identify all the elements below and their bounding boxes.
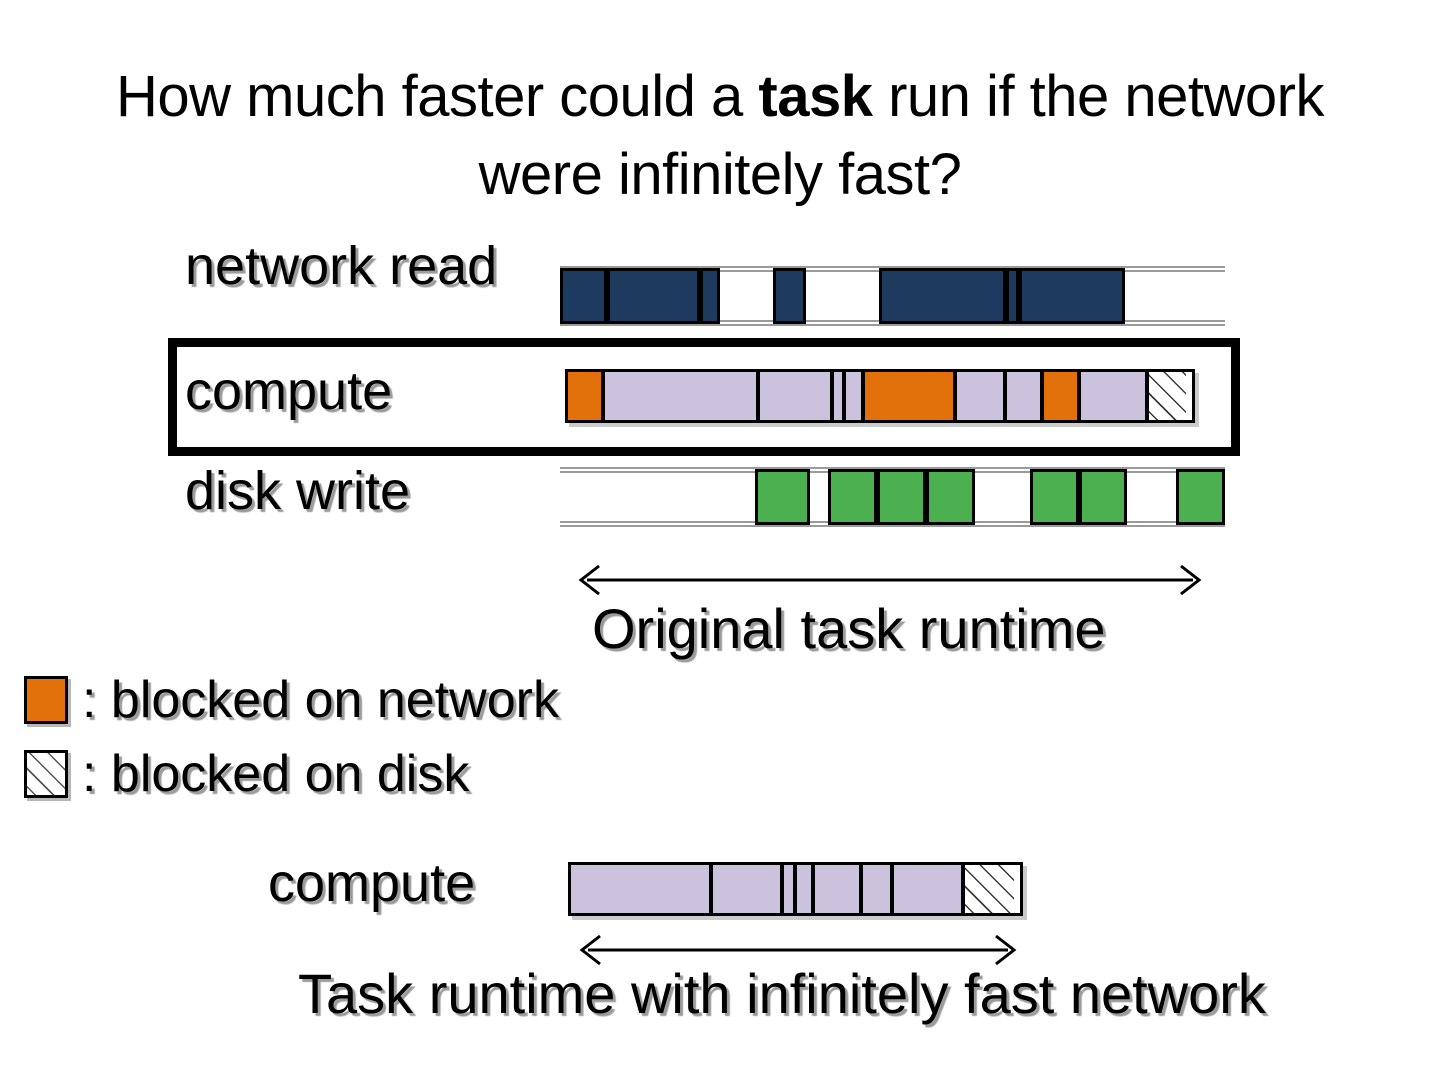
timeline-row-compute [565, 369, 1195, 423]
hatched-swatch-icon [24, 750, 68, 798]
bottom-compute-segment [863, 865, 895, 913]
row-label-network-read-line1: network read [185, 236, 498, 296]
timeline-row-disk-write [560, 463, 1225, 531]
disk-write-segment [1078, 469, 1128, 525]
network-read-segment [879, 268, 1006, 324]
network-read-segment [1005, 268, 1019, 324]
row-label-disk-write: disk write [185, 461, 411, 521]
top-blocked-network-segment [568, 372, 606, 420]
timeline-row-compute-fast-network [568, 862, 1023, 916]
top-compute-segment [957, 372, 1007, 420]
legend-item-blocked-on-disk: : blocked on disk [24, 748, 469, 800]
top-compute-segment [605, 372, 760, 420]
network-read-segment [772, 268, 807, 324]
disk-write-segment [1029, 469, 1079, 525]
orange-swatch-icon [24, 676, 68, 724]
network-read-segment [1018, 268, 1126, 324]
row-label-compute: compute [185, 361, 393, 421]
top-blocked-network-segment [864, 372, 958, 420]
legend-label-blocked-on-network: : blocked on network [82, 671, 559, 729]
top-blocked-network-segment [1043, 372, 1081, 420]
row-label-compute-bottom: compute [268, 853, 476, 913]
rail-bottom-line [560, 525, 1225, 527]
bottom-compute-segment [712, 865, 784, 913]
bottom-compute-segment [783, 865, 797, 913]
top-compute-segment [833, 372, 847, 420]
rail-top-line [560, 266, 1225, 268]
disk-write-segment [755, 469, 811, 525]
legend-item-blocked-on-network: : blocked on network [24, 674, 559, 726]
network-read-segment [606, 268, 700, 324]
disk-write-segment [828, 469, 878, 525]
rail-top-line [560, 467, 1225, 469]
rail-bottom-line [560, 324, 1225, 326]
bottom-blocked-disk-segment [965, 865, 1014, 913]
fast-network-runtime-caption: Task runtime with infinitely fast networ… [298, 962, 1266, 1025]
network-read-segment [699, 268, 720, 324]
title-text-part2: run if the network were infinitely fast? [478, 64, 1325, 207]
legend-label-blocked-on-disk: : blocked on disk [82, 745, 470, 803]
bottom-compute-segment [796, 865, 815, 913]
top-compute-segment [846, 372, 865, 420]
timeline-row-network-read [560, 262, 1225, 330]
original-runtime-arrow [578, 564, 1202, 596]
top-blocked-disk-segment [1148, 372, 1186, 420]
disk-write-segment [926, 469, 975, 525]
bottom-compute-segment [894, 865, 966, 913]
page-title: How much faster could a task run if the … [70, 58, 1370, 214]
top-compute-segment [1080, 372, 1149, 420]
network-read-segment [560, 268, 607, 324]
fast-network-runtime-arrow [579, 934, 1017, 966]
original-runtime-caption: Original task runtime [592, 597, 1106, 660]
bottom-compute-segment [814, 865, 864, 913]
title-text-bold: task [758, 64, 873, 129]
disk-write-segment [877, 469, 927, 525]
bottom-compute-segment [571, 865, 713, 913]
top-compute-segment [759, 372, 834, 420]
disk-write-segment [1176, 469, 1225, 525]
top-compute-segment [1006, 372, 1044, 420]
title-text-part1: How much faster could a [116, 64, 759, 129]
